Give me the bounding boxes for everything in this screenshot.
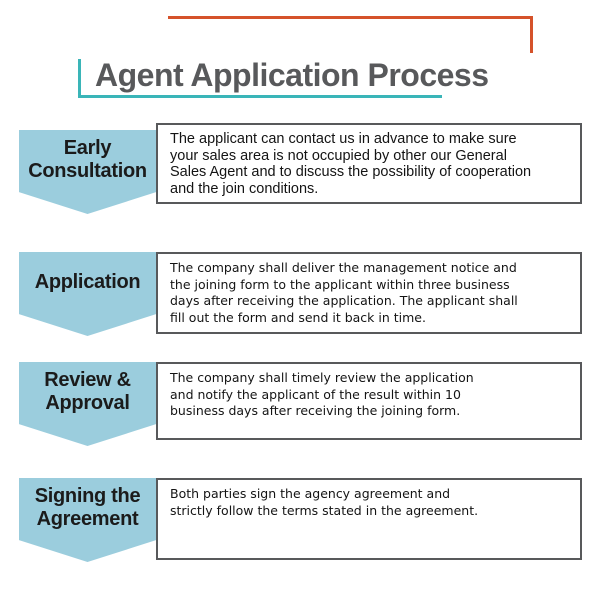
step-banner-signing-agreement: Signing the Agreement bbox=[19, 478, 156, 562]
title-accent-line-orange-horizontal bbox=[168, 16, 533, 19]
step-description: The company shall deliver the management… bbox=[170, 260, 518, 325]
step-description-box-review-approval: The company shall timely review the appl… bbox=[156, 362, 582, 440]
step-label: Review & Approval bbox=[44, 369, 131, 414]
step-description: The company shall timely review the appl… bbox=[170, 370, 474, 418]
step-label: Application bbox=[34, 270, 141, 293]
step-description: Both parties sign the agency agreement a… bbox=[170, 486, 479, 518]
step-label: Early Consultation bbox=[28, 137, 147, 182]
step-banner-review-approval: Review & Approval bbox=[19, 362, 156, 446]
title-accent-line-teal-vertical bbox=[78, 59, 81, 98]
step-description-box-early-consultation: The applicant can contact us in advance … bbox=[156, 123, 582, 204]
step-banner-application: Application bbox=[19, 252, 156, 336]
step-label: Signing the Agreement bbox=[34, 485, 141, 530]
step-description-box-signing-agreement: Both parties sign the agency agreement a… bbox=[156, 478, 582, 560]
step-banner-early-consultation: Early Consultation bbox=[19, 130, 156, 214]
title-accent-line-orange-vertical bbox=[530, 16, 533, 53]
title-accent-line-teal-horizontal bbox=[78, 95, 442, 98]
step-description-box-application: The company shall deliver the management… bbox=[156, 252, 582, 334]
step-description: The applicant can contact us in advance … bbox=[170, 131, 532, 197]
page-title: Agent Application Process bbox=[95, 57, 489, 94]
